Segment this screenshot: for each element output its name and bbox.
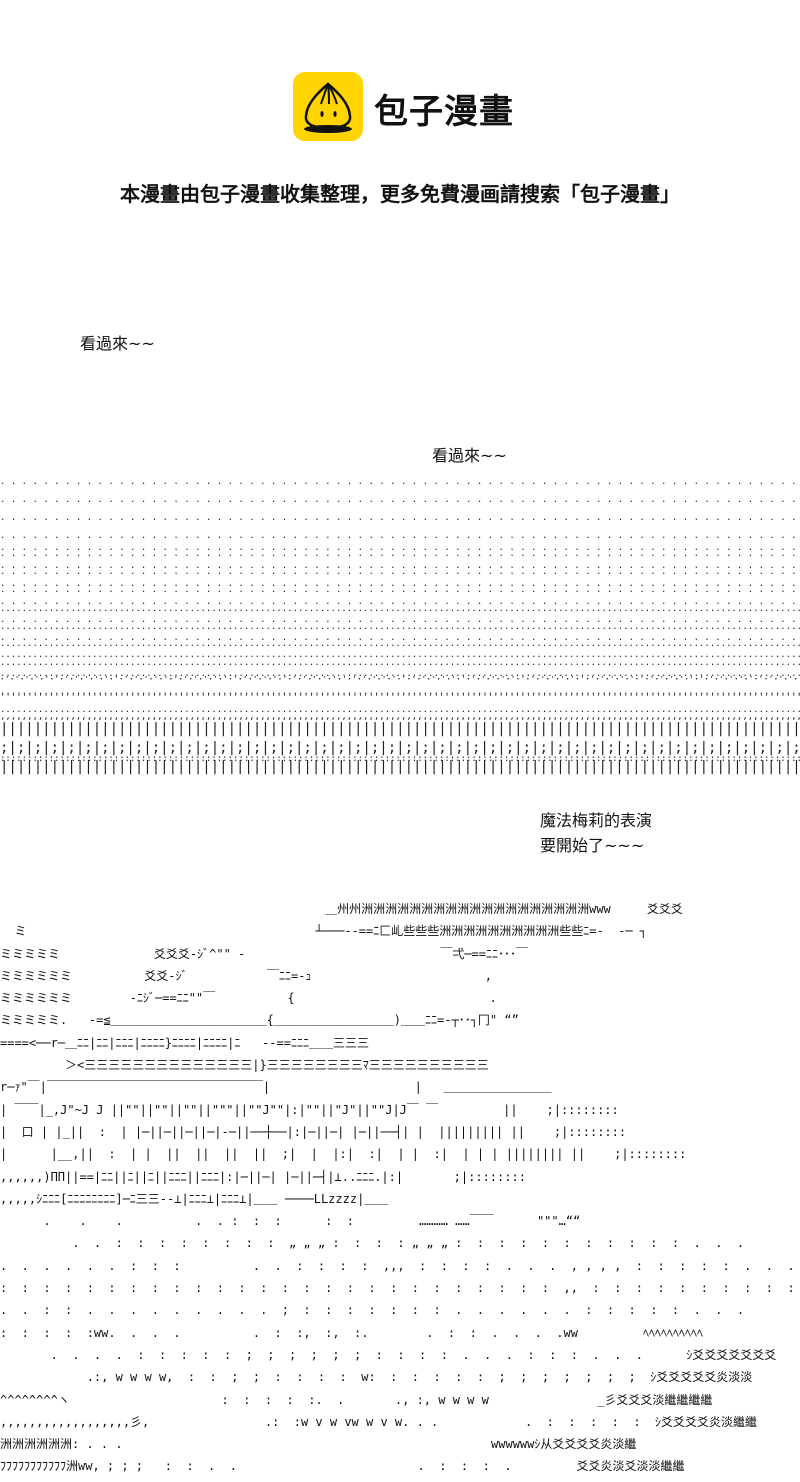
texture-row: . . . . . . . . . . . . . . . . . . . . … [0, 514, 800, 523]
texture-row: ........................................… [0, 688, 800, 697]
art-line: . . . . . . : : : . . : : : : ,,, : : : … [0, 1258, 795, 1273]
art-line: ＿州州洲洲洲洲洲洲洲洲洲洲洲洲洲洲洲洲洲洲洲www 爻爻爻 [0, 902, 683, 916]
texture-row: . . . . . . . . . . . . . . . . . . . . … [0, 532, 800, 541]
texture-row: ::::::::::::::::::::::::::::::::::::::::… [0, 755, 800, 764]
art-line: ====<──r─＿ﾆﾆ|ﾆﾆ|ﾆﾆﾆ|ﾆﾆﾆﾆ}ﾆﾆﾆﾆ|ﾆﾆﾆﾆ|ﾆ --=… [0, 1035, 369, 1050]
art-line: : : : : : : : : : : : : : : : : : : : : … [0, 1281, 795, 1296]
texture-row: ........................................… [0, 623, 800, 632]
art-line: | |__,|| : | | || || || || ;| | |:| :| |… [0, 1147, 687, 1162]
art-line: | 口 | |_|| : | |─||─||─||─|-─||──┼──|:|─… [0, 1124, 627, 1139]
texture-row: ||||||||||||||||||||||||||||||||||||||||… [0, 722, 800, 737]
texture-row: ........................................… [0, 670, 800, 679]
speech-text-second: 看過來~~ [432, 446, 507, 465]
art-line: . . . . . : : : : : ………… ……￣￣ """…““ [0, 1214, 581, 1229]
texture-row: ........................................… [0, 706, 800, 715]
texture-row: . . . . . . . . . . . . . . . . . . . . … [0, 550, 800, 559]
art-line: : : : : :ww. . . . . : :, :, :. . : : . … [0, 1325, 703, 1340]
art-line: . . : : . . . . . . . . . ; : : : : : : … [0, 1303, 745, 1318]
texture-row: . . . . . . . . . . . . . . . . . . . . … [0, 580, 800, 589]
baozi-logo-icon [293, 72, 363, 141]
texture-row: ........................................… [0, 605, 800, 614]
texture-row: ........................................… [0, 651, 800, 660]
art-line: ,,,,,,)ΠΠ||==|ﾆﾆ||ﾆ||ﾆ||ﾆﾆﾆ||ﾆﾆﾆ|:|─||─|… [0, 1169, 526, 1184]
art-line: ミミミミミミ 爻爻-ｼﾞ ￣ﾆﾆ=-ｭ , [0, 968, 493, 983]
ascii-art-scene: ＿州州洲洲洲洲洲洲洲洲洲洲洲洲洲洲洲洲洲洲洲www 爻爻爻 ミ ┴───--==… [0, 898, 800, 1478]
art-line: ﾌﾌﾌﾌﾌﾌﾌﾌﾌﾌﾌ洲ww, ; ; ; : : . . . : : : . … [0, 1459, 685, 1474]
texture-row: . . . . . . . . . . . . . . . . . . . . … [0, 586, 800, 595]
art-line: | ￣￣|_,J"~J J ||""||""||""||"""||""J""|:… [0, 1102, 619, 1117]
art-line: ミミミミミ 爻爻爻-ｼﾞ^"" - ￣弌─==ﾆﾆ･･･￣ [0, 946, 529, 961]
texture-row: . . . . . . . . . . . . . . . . . . . . … [0, 634, 800, 643]
texture-row: ･'･'･'･'･'･'･'･'･'･'･'･'･'･'･'･'･'･'･'･'… [0, 676, 800, 685]
texture-row: . . . . . . . . . . . . . . . . . . . . … [0, 544, 800, 553]
art-line: 洲洲洲洲洲洲: . . . wwwwwwｼ从爻爻爻爻炎淡繼 [0, 1437, 637, 1452]
texture-row: . . . . . . . . . . . . . . . . . . . . … [0, 568, 800, 577]
caption: 魔法梅莉的表演 要開始了~~~ [540, 808, 652, 858]
texture-row: . . . . . . . . . . . . . . . . . . . . … [0, 496, 800, 505]
art-line: ミミミミミミ -ﾆｼﾞ─==ﾆﾆ""￣ { . [0, 991, 497, 1006]
caption-line-2: 要開始了~~~ [540, 836, 645, 855]
art-line: . . . . : : : : : ; ; ; ; ; ; : : : : . … [0, 1347, 777, 1362]
texture-row: ||||||||||||||||||||||||||||||||||||||||… [0, 760, 800, 775]
texture-row: ........................................… [0, 640, 800, 649]
texture-row: . . . . . . . . . . . . . . . . . . . . … [0, 598, 800, 607]
art-line: .:, w w w w, : : ; ; : : : : w: : : : : … [0, 1370, 753, 1385]
texture-row: . . . . . . . . . . . . . . . . . . . . … [0, 616, 800, 625]
caption-line-1: 魔法梅莉的表演 [540, 811, 653, 830]
art-line: ミミミミミ. -=≦＿＿＿＿＿＿＿＿＿＿＿＿＿{＿＿＿＿＿＿＿＿＿＿)＿＿ﾆﾆ=… [0, 1013, 519, 1028]
art-line: . . : : : : : : : : „ „ „ : : : : „ „ „ … [0, 1236, 745, 1251]
art-line: ＞<三三三三三三三三三三三三三三|}三三三三三三三三ﾏ三三三三三三三三三三 [0, 1058, 489, 1073]
art-line: ミ ┴───--==ﾆ匚乢些些些洲洲洲洲洲洲洲洲洲洲些些ﾆ=- -─ ┐ [0, 924, 648, 939]
texture-row: ;|;|;|;|;|;|;|;|;|;|;|;|;|;|;|;|;|;|;|;|… [0, 741, 800, 756]
art-line: r─ｧ"￣|￣￣￣￣￣￣￣￣￣￣￣￣￣￣￣￣￣￣| | ＿＿＿＿＿＿＿＿＿ [0, 1080, 552, 1095]
site-notice: 本漫畫由包子漫畫收集整理，更多免費漫画請搜索「包子漫畫」 [120, 182, 680, 206]
art-line: ,,,,,,,,,,,,,,,,,,彡, .: :w v w vw w v w.… [0, 1414, 757, 1429]
texture-row: ........................................… [0, 659, 800, 668]
speech-text-first: 看過來~~ [80, 334, 155, 353]
texture-row: ,,,,,,,,,,,,,,,,,,,,,,,,,,,,,,,,,,,,,,,,… [0, 713, 800, 722]
texture-row: ''''''''''''''''''''''''''''''''''''''''… [0, 694, 800, 703]
texture-row: . . . . . . . . . . . . . . . . . . . . … [0, 478, 800, 487]
art-line: ^^^^^^^^ヽ : : : : :. . ., :, w w w w _彡爻… [0, 1392, 713, 1407]
texture-row: . . . . . . . . . . . . . . . . . . . . … [0, 562, 800, 571]
art-line: ,,,,,ｼﾆﾆﾆ[ﾆﾆﾆﾆﾆﾆﾆﾆ]─ﾆ三三--⊥|ﾆﾆﾆ⊥|ﾆﾆﾆ⊥|＿＿ … [0, 1191, 389, 1206]
logo-text: 包子漫畫 [374, 92, 514, 132]
